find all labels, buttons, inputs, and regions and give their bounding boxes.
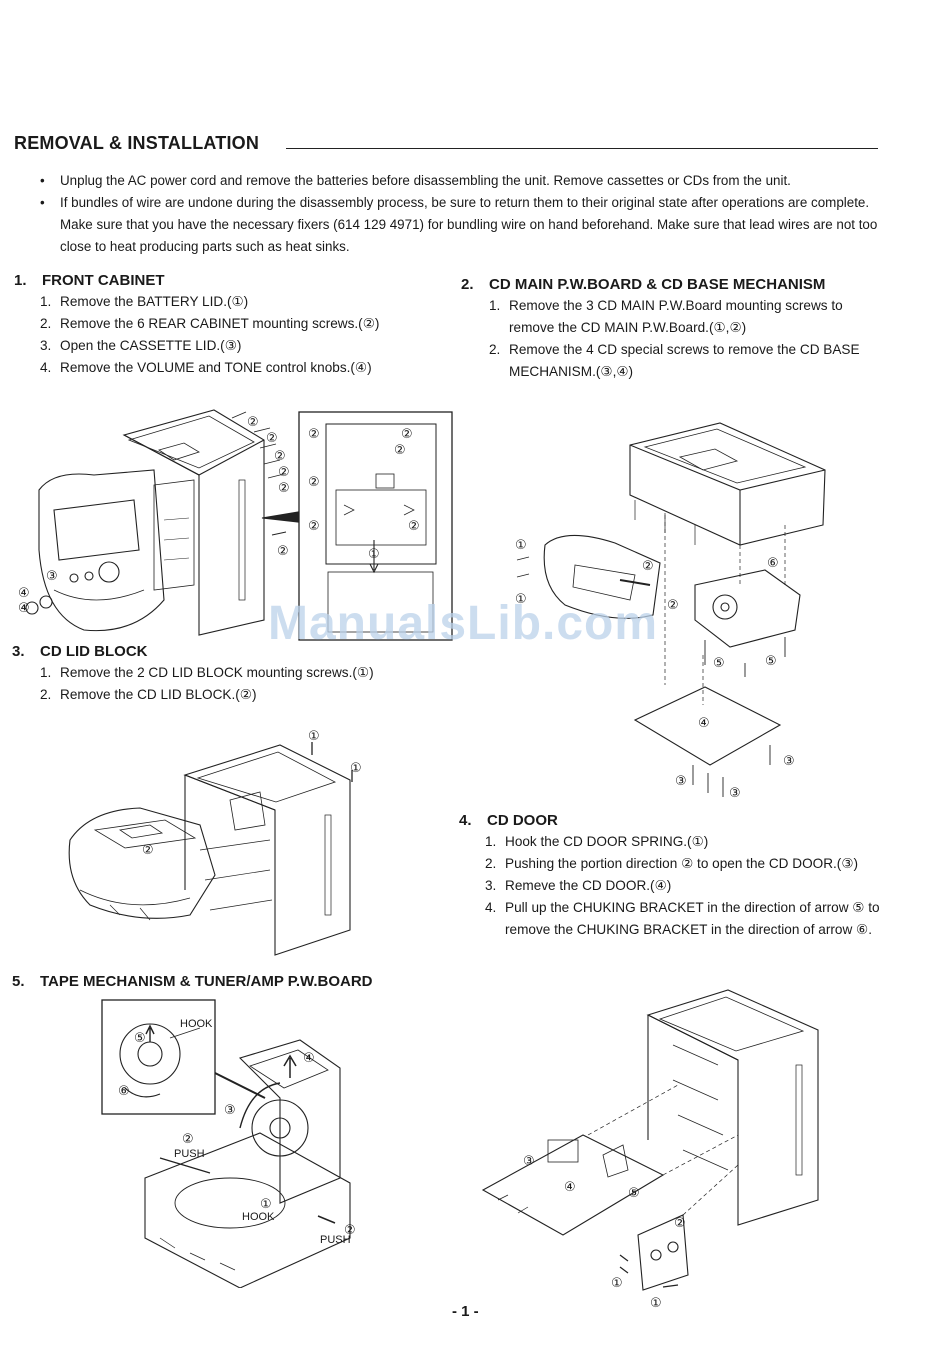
callout: ①	[650, 1295, 662, 1310]
label-hook: HOOK	[180, 1018, 213, 1030]
section-title: CD DOOR	[487, 812, 558, 829]
callout: ②	[642, 558, 654, 573]
section-cd-main-board: 2.CD MAIN P.W.BOARD & CD BASE MECHANISM …	[461, 276, 881, 383]
callout: ⑤	[765, 653, 777, 668]
title-rule	[286, 148, 878, 149]
section-title: TAPE MECHANISM & TUNER/AMP P.W.BOARD	[40, 973, 373, 990]
section-tape-mechanism: 5. TAPE MECHANISM & TUNER/AMP P.W.BOARD	[12, 973, 452, 990]
figure-cd-lid-block: ① ① ②	[50, 728, 370, 960]
figure-cd-main-board: ① ① ② ② ⑥ ⑤ ⑤ ④ ③ ③ ③	[505, 415, 835, 805]
step-list: 1.Remove the 3 CD MAIN P.W.Board mountin…	[489, 295, 881, 383]
note-item: Unplug the AC power cord and remove the …	[38, 170, 878, 192]
label-push: PUSH	[174, 1148, 205, 1160]
step-item: 1.Remove the 2 CD LID BLOCK mounting scr…	[40, 665, 374, 680]
page-number: - 1 -	[452, 1303, 479, 1320]
callout: ②	[401, 426, 413, 441]
callout: ②	[308, 426, 320, 441]
callout: ②	[308, 474, 320, 489]
callout: ②	[266, 430, 278, 445]
section-front-cabinet: 1. FRONT CABINET 1.Remove the BATTERY LID…	[14, 272, 444, 379]
step-item: 1.Remove the 3 CD MAIN P.W.Board mountin…	[489, 298, 843, 335]
section-heading: 2. CD MAIN P.W.BOARD & CD BASE MECHANISM	[461, 276, 881, 293]
step-list: 1.Remove the BATTERY LID.(①) 2.Remove th…	[40, 291, 444, 379]
callout: ①	[308, 728, 320, 743]
callout: ②	[182, 1131, 194, 1146]
callout: ③	[224, 1102, 236, 1117]
step-item: 4.Pull up the CHUKING BRACKET in the dir…	[485, 900, 880, 937]
section-title: CD LID BLOCK	[40, 643, 148, 660]
label-push: PUSH	[320, 1234, 351, 1246]
callout: ④	[564, 1179, 576, 1194]
callout: ②	[408, 518, 420, 533]
callout: ②	[278, 464, 290, 479]
step-item: 3.Remeve the CD DOOR.(④)	[485, 878, 672, 893]
callout: ②	[344, 1222, 356, 1237]
callout: ②	[667, 597, 679, 612]
callout: ②	[674, 1215, 686, 1230]
section-heading: 4. CD DOOR	[459, 812, 884, 829]
step-item: 2.Remove the 4 CD special screws to remo…	[489, 342, 860, 379]
figure-cd-door: ③ ④ ⑤ ② ① ①	[478, 985, 828, 1310]
callout: ①	[515, 591, 527, 606]
section-heading: 1. FRONT CABINET	[14, 272, 444, 289]
step-item: 1.Hook the CD DOOR SPRING.(①)	[485, 834, 709, 849]
section-number: 1.	[14, 272, 27, 289]
step-item: 2.Pushing the portion direction ② to ope…	[485, 856, 859, 871]
callout: ④	[18, 585, 30, 600]
step-list: 1.Hook the CD DOOR SPRING.(①) 2.Pushing …	[485, 831, 884, 941]
section-title: CD MAIN P.W.BOARD & CD BASE MECHANISM	[489, 276, 826, 293]
callout: ①	[368, 546, 380, 561]
callout: ②	[142, 842, 154, 857]
callout: ⑥	[767, 555, 779, 570]
callout: ③	[523, 1153, 535, 1168]
label-hook: HOOK	[242, 1211, 275, 1223]
callout: ①	[350, 760, 362, 775]
section-number: 5.	[12, 973, 25, 990]
callout: ①	[515, 537, 527, 552]
callout: ⑤	[713, 655, 725, 670]
callout: ③	[675, 773, 687, 788]
callout: ④	[18, 600, 30, 615]
figure-front-cabinet: ② ② ② ② ② ② ② ② ② ② ② ② ① ③ ④ ④	[14, 400, 454, 645]
section-number: 3.	[12, 643, 25, 660]
section-title: FRONT CABINET	[42, 272, 165, 289]
step-item: 3.Open the CASSETTE LID.(③)	[40, 338, 242, 353]
section-number: 4.	[459, 812, 472, 829]
step-list: 1.Remove the 2 CD LID BLOCK mounting scr…	[40, 662, 442, 706]
step-item: 2.Remove the CD LID BLOCK.(②)	[40, 687, 257, 702]
page-title: REMOVAL & INSTALLATION	[14, 133, 260, 153]
callout: ④	[698, 715, 710, 730]
watermark: ManualsLib.com	[268, 597, 659, 650]
callout: ①	[611, 1275, 623, 1290]
callout: ⑤	[134, 1030, 146, 1045]
step-item: 1.Remove the BATTERY LID.(①)	[40, 294, 249, 309]
callout: ④	[303, 1050, 315, 1065]
callout: ②	[247, 414, 259, 429]
note-item: If bundles of wire are undone during the…	[38, 192, 878, 258]
callout: ②	[274, 448, 286, 463]
section-cd-lid-block: 3. CD LID BLOCK 1.Remove the 2 CD LID BLO…	[12, 643, 442, 706]
callout: ⑥	[118, 1083, 130, 1098]
callout: ②	[277, 543, 289, 558]
section-cd-door: 4. CD DOOR 1.Hook the CD DOOR SPRING.(①) …	[459, 812, 884, 941]
section-heading: 3. CD LID BLOCK	[12, 643, 442, 660]
callout: ①	[260, 1196, 272, 1211]
section-number: 2.	[461, 276, 474, 293]
callout: ③	[729, 785, 741, 800]
callout: ③	[46, 568, 58, 583]
step-item: 2.Remove the 6 REAR CABINET mounting scr…	[40, 316, 380, 331]
callout: ⑤	[628, 1185, 640, 1200]
general-notes: Unplug the AC power cord and remove the …	[38, 170, 878, 258]
callout: ②	[308, 518, 320, 533]
callout: ③	[783, 753, 795, 768]
figure-tape-mechanism: HOOK ⑤ ⑥ ④ ③ ② PUSH ① HOOK ② PUSH	[100, 998, 370, 1288]
callout: ②	[278, 480, 290, 495]
callout: ②	[394, 442, 406, 457]
step-item: 4.Remove the VOLUME and TONE control kno…	[40, 360, 372, 375]
section-heading: 5. TAPE MECHANISM & TUNER/AMP P.W.BOARD	[12, 973, 452, 990]
